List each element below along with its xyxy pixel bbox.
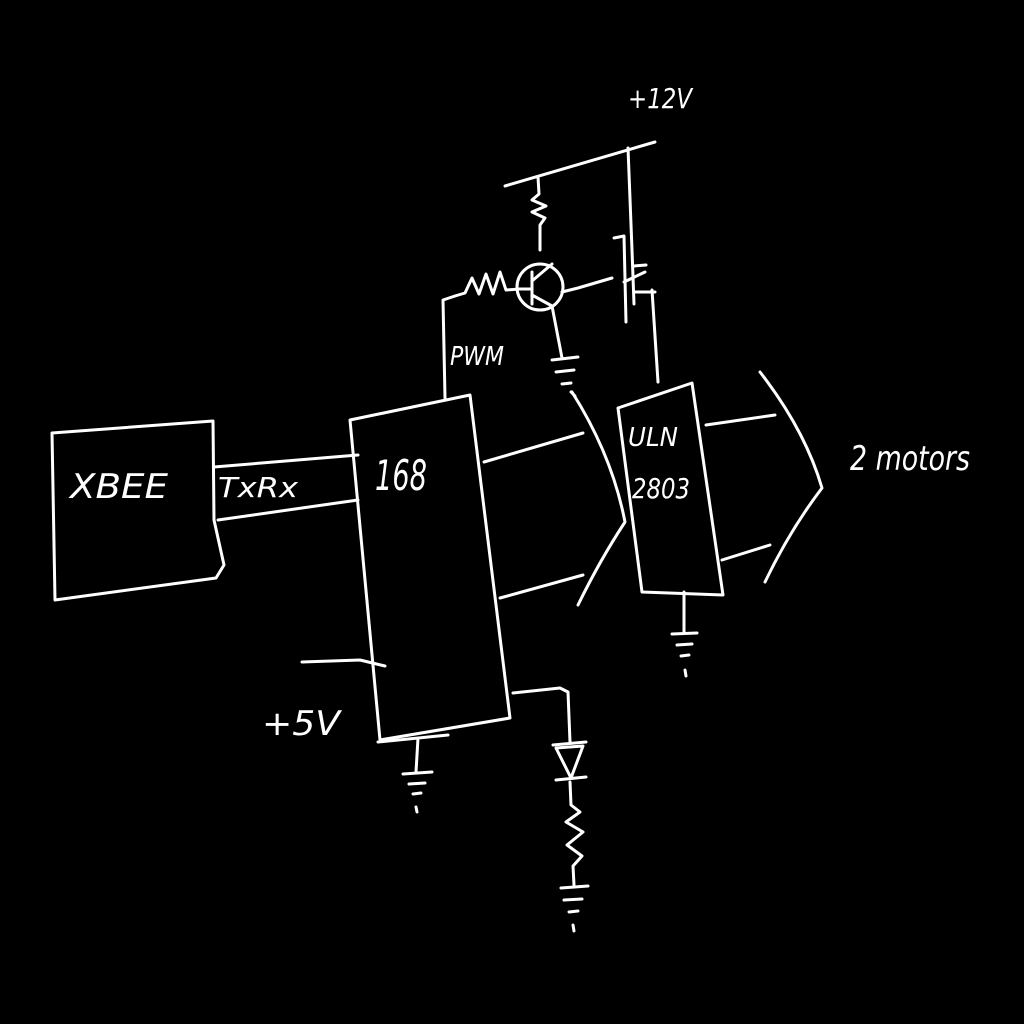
mcu-ground-symbol (401, 770, 434, 814)
rx-line (216, 498, 360, 522)
xbee-label: XBEE (68, 467, 169, 507)
bus-brace-right (758, 370, 824, 584)
uln2803-label-line2: 2803 (632, 472, 690, 505)
mcu-output-wire-2 (498, 573, 585, 600)
mcu-ground-wire (376, 733, 450, 774)
led-ground-symbol (559, 884, 590, 933)
uln2803-label-line1: ULN (628, 423, 678, 453)
motors-label: 2 motors (850, 439, 970, 479)
status-led (551, 740, 588, 782)
led-wire (511, 686, 572, 744)
led-resistor (564, 780, 585, 887)
npn-transistor (515, 262, 565, 312)
pwm-label: PWM (450, 342, 504, 372)
vcc-5v-wire (300, 658, 387, 668)
transistor-internals (518, 262, 554, 308)
uln2803-box (616, 381, 725, 597)
pwm-wire (441, 294, 457, 400)
vcc-5v-label: +5V (262, 704, 343, 744)
mcu-168-label: 168 (375, 451, 427, 500)
emitter-ground-symbol (550, 355, 580, 398)
rail-12v-label: +12V (628, 82, 694, 115)
rail-12v (503, 140, 657, 188)
mosfet-source-wire (650, 288, 660, 384)
gate-wire (560, 276, 614, 294)
txrx-label: TxRx (218, 471, 298, 504)
emitter-wire (550, 304, 564, 360)
base-resistor (453, 270, 522, 298)
driver-output-wire-2 (720, 543, 772, 562)
mosfet-drain-wire (626, 146, 634, 252)
pullup-resistor (530, 175, 548, 252)
mcu-168-box (348, 393, 512, 742)
mcu-output-wire-1 (482, 431, 585, 464)
driver-output-wire-1 (704, 413, 777, 427)
tx-line (212, 453, 360, 469)
bus-brace-left (570, 390, 627, 607)
xbee-box (50, 419, 226, 602)
uln-ground-symbol (670, 631, 699, 678)
mosfet (612, 234, 657, 324)
